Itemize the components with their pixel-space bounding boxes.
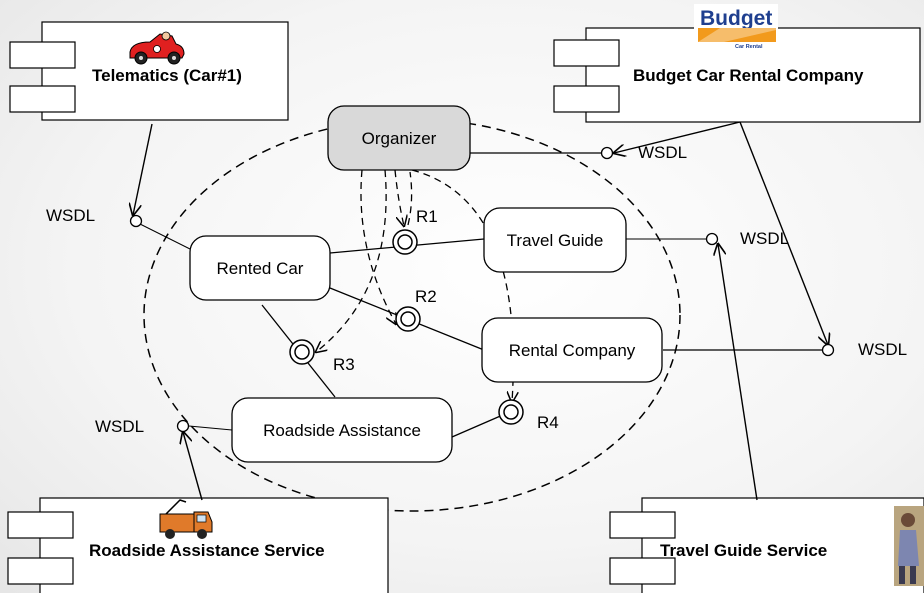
- component-port-bottom: [609, 557, 676, 585]
- wsdl-interface-budget[interactable]: WSDL: [600, 143, 688, 162]
- telematics-title: Telematics (Car#1): [92, 66, 242, 85]
- role-organizer[interactable]: Organizer: [327, 105, 471, 171]
- wsdl-roadside-label: WSDL: [95, 417, 144, 436]
- role-organizer-label: Organizer: [362, 129, 437, 148]
- component-port-top: [553, 39, 620, 67]
- component-port-top: [9, 41, 76, 69]
- wsdl-interface-telematics[interactable]: WSDL: [46, 206, 143, 228]
- role-rental-company-label: Rental Company: [509, 341, 636, 360]
- dashed-organizer-r1b: [407, 171, 413, 226]
- travel-guide-service-title: Travel Guide Service: [660, 541, 827, 560]
- tow-truck-icon: [159, 499, 213, 539]
- component-port-top: [609, 511, 676, 539]
- budget-logo: Budget Car Rental: [694, 4, 778, 50]
- component-telematics[interactable]: Telematics (Car#1): [9, 21, 289, 121]
- component-port-bottom: [553, 85, 620, 113]
- role-rented-car-label: Rented Car: [217, 259, 304, 278]
- relation-r4-label: R4: [537, 413, 559, 432]
- link-roadside-rentalcompany: [451, 413, 506, 438]
- budget-title: Budget Car Rental Company: [633, 66, 864, 85]
- wsdl-line-rentedcar: [139, 223, 193, 251]
- arrow-travelservice-wsdl: [718, 244, 758, 501]
- component-budget[interactable]: Budget Car Rental Company Budget Car Ren…: [553, 4, 921, 123]
- wsdl-line-roadside: [188, 425, 233, 431]
- role-roadside-assistance[interactable]: Roadside Assistance: [231, 397, 453, 463]
- component-port-top: [7, 511, 74, 539]
- relation-r1[interactable]: R1: [392, 207, 438, 255]
- relation-r2[interactable]: R2: [395, 287, 437, 332]
- wsdl-rental-label: WSDL: [858, 340, 907, 359]
- role-travel-guide-label: Travel Guide: [507, 231, 604, 250]
- role-roadside-assistance-label: Roadside Assistance: [263, 421, 421, 440]
- arrow-budget-rental-wsdl: [739, 121, 828, 345]
- component-travel-guide-service[interactable]: Travel Guide Service: [609, 497, 924, 593]
- relation-r3-label: R3: [333, 355, 355, 374]
- component-roadside-service[interactable]: Roadside Assistance Service: [7, 497, 389, 593]
- wsdl-interface-rental[interactable]: WSDL: [821, 340, 908, 359]
- arrow-roadsideservice-wsdl: [183, 432, 203, 501]
- role-rental-company[interactable]: Rental Company: [481, 317, 663, 383]
- role-travel-guide[interactable]: Travel Guide: [483, 207, 627, 273]
- wsdl-telematics-label: WSDL: [46, 206, 95, 225]
- traveler-icon: [894, 506, 924, 586]
- component-port-bottom: [7, 557, 74, 585]
- dashed-organizer-r2: [360, 169, 396, 324]
- roadside-service-title: Roadside Assistance Service: [89, 541, 325, 560]
- component-port-bottom: [9, 85, 76, 113]
- relation-r2-label: R2: [415, 287, 437, 306]
- wsdl-budget-label: WSDL: [638, 143, 687, 162]
- budget-logo-subtext: Car Rental: [735, 44, 763, 50]
- arrow-telematics-wsdl: [133, 123, 153, 215]
- role-rented-car[interactable]: Rented Car: [189, 235, 331, 301]
- relation-r3[interactable]: R3: [289, 339, 355, 374]
- wsdl-interface-travel-guide[interactable]: WSDL: [705, 229, 790, 248]
- race-car-icon: [129, 31, 185, 65]
- dashed-organizer-r3: [316, 169, 387, 352]
- dashed-organizer-r1: [394, 169, 404, 226]
- wsdl-travel-guide-label: WSDL: [740, 229, 789, 248]
- arrow-budget-organizer-wsdl: [614, 121, 741, 153]
- wsdl-interface-roadside[interactable]: WSDL: [95, 417, 190, 436]
- budget-logo-text: Budget: [700, 7, 772, 30]
- relation-r4[interactable]: R4: [498, 399, 559, 432]
- relation-r1-label: R1: [416, 207, 438, 226]
